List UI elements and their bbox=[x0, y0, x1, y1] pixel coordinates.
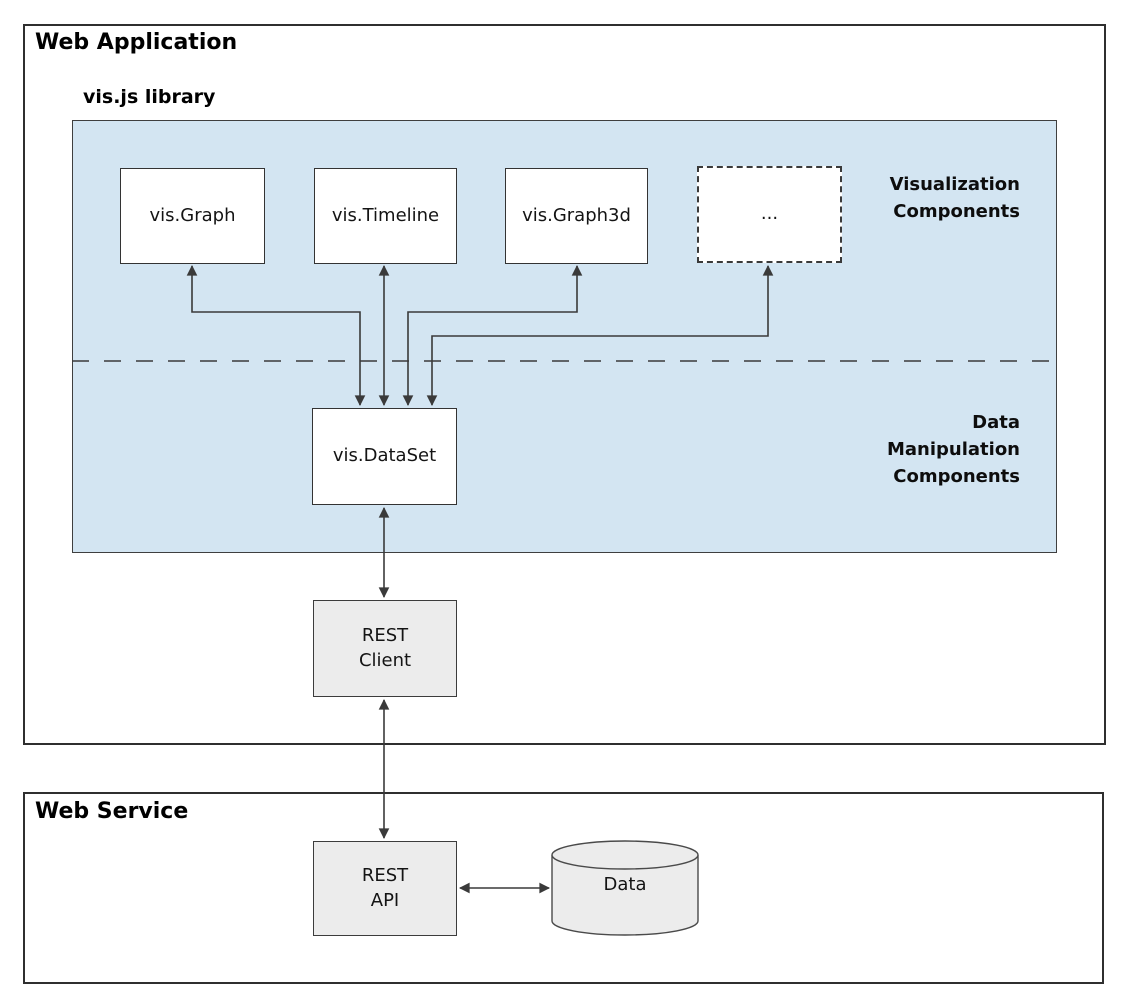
node-vis-graph: vis.Graph bbox=[120, 168, 265, 264]
node-vis-dataset: vis.DataSet bbox=[312, 408, 457, 505]
web-service-title: Web Service bbox=[35, 799, 189, 824]
visualization-components-label: Visualization Components bbox=[889, 174, 1020, 222]
web-application-title: Web Application bbox=[35, 30, 238, 55]
visjs-library-label: vis.js library bbox=[83, 86, 216, 108]
node-rest-api: REST API bbox=[313, 841, 457, 936]
node-vis-timeline: vis.Timeline bbox=[314, 168, 457, 264]
node-more-components: ... bbox=[697, 166, 842, 263]
data-manipulation-components-label: Data Manipulation Components bbox=[886, 412, 1020, 487]
node-data-store-label: Data bbox=[603, 874, 647, 895]
node-rest-client: REST Client bbox=[313, 600, 457, 697]
node-vis-graph3d: vis.Graph3d bbox=[505, 168, 648, 264]
